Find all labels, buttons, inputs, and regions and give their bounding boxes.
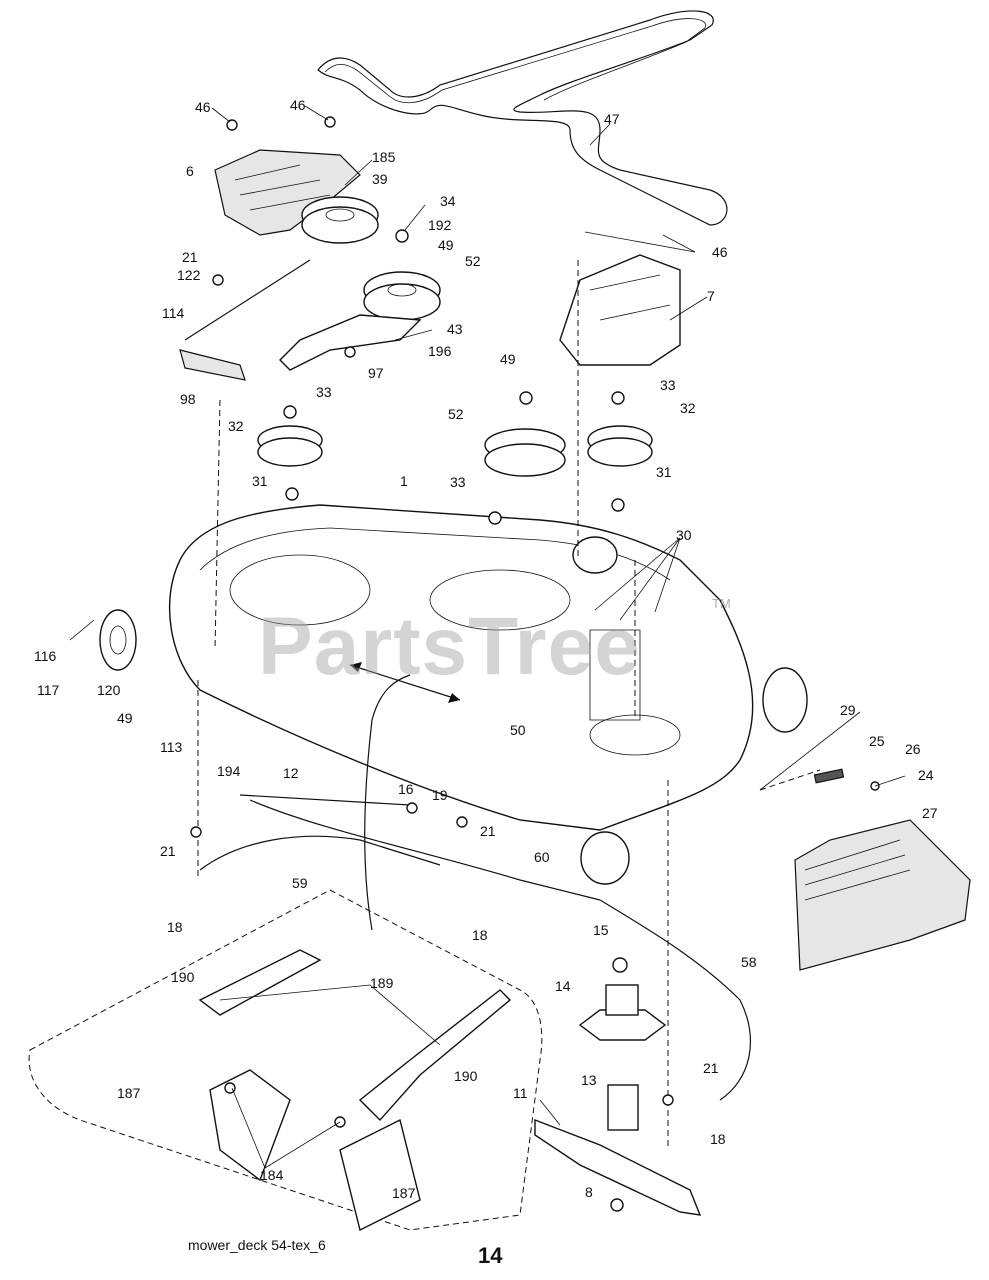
mower-deck-part-1 xyxy=(168,504,754,831)
wheel-rear-center xyxy=(580,831,630,885)
callout-24: 24 xyxy=(918,767,934,783)
callout-46: 46 xyxy=(712,244,728,260)
callout-27: 27 xyxy=(922,805,938,821)
watermark-logo: PartsTree xyxy=(258,601,641,692)
callout-12: 12 xyxy=(283,765,299,781)
callout-184: 184 xyxy=(260,1167,284,1183)
callout-30: 30 xyxy=(676,527,692,543)
callout-49: 49 xyxy=(438,237,454,253)
callout-7: 7 xyxy=(707,288,715,304)
callout-14: 14 xyxy=(555,978,571,994)
callout-98: 98 xyxy=(180,391,196,407)
callout-60: 60 xyxy=(534,849,550,865)
callout-46: 46 xyxy=(195,99,211,115)
callout-187: 187 xyxy=(117,1085,141,1101)
inset-detail-frame xyxy=(28,889,543,1232)
wheel-part-117 xyxy=(99,609,137,671)
callout-21: 21 xyxy=(160,843,176,859)
callout-18: 18 xyxy=(710,1131,726,1147)
assembly-lines xyxy=(197,260,821,1150)
callout-196: 196 xyxy=(428,343,452,359)
callout-49: 49 xyxy=(500,351,516,367)
callout-18: 18 xyxy=(167,919,183,935)
pulley-part-39 xyxy=(301,196,379,244)
pulley-part-52 xyxy=(363,271,441,321)
callout-11: 11 xyxy=(513,1085,528,1101)
idler-arm-part-43 xyxy=(279,314,422,371)
callout-19: 19 xyxy=(432,787,448,803)
callout-189: 189 xyxy=(370,975,394,991)
callout-34: 34 xyxy=(440,193,456,209)
callout-16: 16 xyxy=(398,781,414,797)
lift-link-part-58 xyxy=(599,899,751,1101)
callout-50: 50 xyxy=(510,722,526,738)
callout-32: 32 xyxy=(680,400,696,416)
pulley-shield-part-7 xyxy=(559,254,681,366)
callout-33: 33 xyxy=(450,474,466,490)
callout-116: 116 xyxy=(34,648,57,664)
diagram-caption: mower_deck 54-tex_6 xyxy=(188,1237,326,1253)
callout-31: 31 xyxy=(656,464,672,480)
callout-59: 59 xyxy=(292,875,308,891)
callout-29: 29 xyxy=(840,702,856,718)
discharge-chute-part-27 xyxy=(794,768,971,971)
callout-21: 21 xyxy=(703,1060,719,1076)
callout-49: 49 xyxy=(117,710,133,726)
callout-190: 190 xyxy=(171,969,195,985)
callout-47: 47 xyxy=(604,111,620,127)
callout-194: 194 xyxy=(217,763,241,779)
callout-15: 15 xyxy=(593,922,609,938)
pulley-part-32-left xyxy=(257,425,323,467)
callout-122: 122 xyxy=(177,267,201,283)
callout-120: 120 xyxy=(97,682,121,698)
trademark-mark: TM xyxy=(712,596,731,611)
callout-33: 33 xyxy=(316,384,332,400)
callout-31: 31 xyxy=(252,473,268,489)
lift-link-part-59 xyxy=(199,835,441,871)
callout-58: 58 xyxy=(741,954,757,970)
callout-39: 39 xyxy=(372,171,388,187)
callout-52: 52 xyxy=(465,253,481,269)
callout-187: 187 xyxy=(392,1185,416,1201)
dimension-arrow xyxy=(349,662,461,703)
lift-link-part-60 xyxy=(249,799,601,901)
callout-52: 52 xyxy=(448,406,464,422)
callout-25: 25 xyxy=(869,733,885,749)
callout-114: 114 xyxy=(162,305,185,321)
callout-21: 21 xyxy=(480,823,496,839)
callout-33: 33 xyxy=(660,377,676,393)
callout-labels: 46 46 47 185 39 6 34 192 49 52 46 21 122… xyxy=(34,97,938,1201)
callout-26: 26 xyxy=(905,741,921,757)
callout-32: 32 xyxy=(228,418,244,434)
page-number: 14 xyxy=(478,1243,503,1268)
rod-part-114 xyxy=(179,259,311,381)
spindle-part-14 xyxy=(578,984,667,1131)
callout-43: 43 xyxy=(447,321,463,337)
lift-link-part-12 xyxy=(239,794,411,806)
callout-113: 113 xyxy=(160,739,183,755)
callout-190: 190 xyxy=(454,1068,478,1084)
callout-192: 192 xyxy=(428,217,452,233)
callout-1: 1 xyxy=(400,473,408,489)
wheel-front-right xyxy=(572,536,618,574)
pulley-part-32-right xyxy=(587,425,653,467)
wheel-rear-right xyxy=(762,667,808,733)
callout-117: 117 xyxy=(37,682,60,698)
callout-6: 6 xyxy=(186,163,194,179)
callout-8: 8 xyxy=(585,1184,593,1200)
blade-part-11 xyxy=(534,1118,702,1216)
callout-13: 13 xyxy=(581,1072,597,1088)
belt-part-47 xyxy=(317,10,728,226)
pulley-part-52-center xyxy=(484,428,566,477)
callout-leader-lines xyxy=(69,105,906,1169)
cable-path xyxy=(364,674,411,931)
callout-46: 46 xyxy=(290,97,306,113)
callout-185: 185 xyxy=(372,149,396,165)
callout-18: 18 xyxy=(472,927,488,943)
callout-97: 97 xyxy=(368,365,384,381)
callout-21: 21 xyxy=(182,249,198,265)
